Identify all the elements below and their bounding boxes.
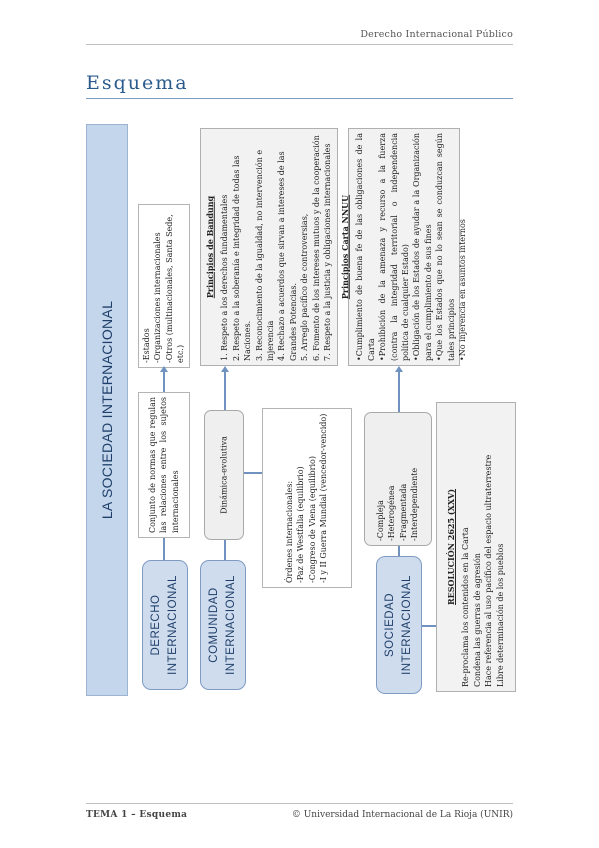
derecho-internacional-node: DERECHO INTERNACIONAL xyxy=(142,560,188,690)
bandung-title: Principios de Bandung xyxy=(204,195,215,299)
definition-text: Conjunto de normas que regulan las relac… xyxy=(147,397,180,533)
header-rule xyxy=(86,44,513,45)
resolution-item: Condena las guerras de agresión xyxy=(472,553,482,687)
evolution-box: Dinámica-evolutiva xyxy=(204,410,244,540)
subject-item: -Organizaciones internacionales xyxy=(153,232,163,363)
trait-item: -Interdependiente xyxy=(410,467,420,541)
subjects-list: -Estados -Organizaciones internacionales… xyxy=(141,209,187,363)
bandung-box: Principios de Bandung 1. Respeto a los d… xyxy=(200,128,338,366)
sociedad-label: SOCIEDAD INTERNACIONAL xyxy=(384,575,413,675)
order-item: -Congreso de Viena (equilibrio) xyxy=(308,456,317,583)
order-item: Órdenes internacionales: xyxy=(285,480,295,583)
book-title: Derecho Internacional Público xyxy=(360,29,513,40)
carta-item: •No injerencia en asuntos internos xyxy=(457,219,467,361)
bandung-item: 2. Respeto a la soberanía e integridad d… xyxy=(231,155,252,361)
main-title: LA SOCIEDAD INTERNACIONAL xyxy=(99,300,115,520)
orders-box: Órdenes internacionales: -Paz de Westfal… xyxy=(262,408,352,588)
derecho-label: DERECHO INTERNACIONAL xyxy=(150,575,179,675)
trait-item: -Heterogénea xyxy=(387,485,397,541)
page-title: Esquema xyxy=(86,72,189,94)
subject-item: -Estados xyxy=(142,328,152,363)
comunidad-label: COMUNIDAD INTERNACIONAL xyxy=(208,575,237,675)
carta-item: •Prohibición de la amenaza y recurso a l… xyxy=(377,133,410,361)
comunidad-internacional-node: COMUNIDAD INTERNACIONAL xyxy=(200,560,246,690)
resolution-content: RESOLUCIÓN 2625 (XXV) Re-proclama los co… xyxy=(446,407,506,687)
bandung-item: 3. Reconocimiento de la igualdad, no int… xyxy=(254,149,275,361)
resolution-item: Libre determinación de los pueblos xyxy=(495,543,505,687)
bandung-content: Principios de Bandung 1. Respeto a los d… xyxy=(205,133,333,361)
order-item: -I y II Guerra Mundial (vencedor-vencido… xyxy=(319,413,329,583)
main-title-band: LA SOCIEDAD INTERNACIONAL xyxy=(86,124,128,696)
traits-box: -Compleja -Heterogénea -Fragmentada -Int… xyxy=(364,412,432,546)
carta-item: •Cumplimiento de buena fe de las obligac… xyxy=(355,133,376,361)
bandung-item: 7. Respeto a la justicia y obligaciones … xyxy=(322,143,332,362)
carta-box: Principios Carta NNUU •Cumplimiento de b… xyxy=(340,128,467,366)
arrow-head xyxy=(395,366,403,372)
definition-box: Conjunto de normas que regulan las relac… xyxy=(138,392,190,538)
connector xyxy=(163,370,165,392)
connector xyxy=(224,540,226,560)
bandung-item: 6. Fomento de los intereses mutuos y de … xyxy=(311,135,321,361)
footer-copyright: © Universidad Internacional de La Rioja … xyxy=(291,810,513,820)
arrow-head xyxy=(221,366,229,372)
sociedad-internacional-node: SOCIEDAD INTERNACIONAL xyxy=(376,556,422,694)
subject-item: -Otros (multinacionales, Santa Sede, etc… xyxy=(165,214,186,363)
title-rule xyxy=(86,98,513,99)
connector xyxy=(244,472,262,474)
carta-item: •Que los Estados que no lo sean se condu… xyxy=(435,133,456,361)
carta-content: Principios Carta NNUU •Cumplimiento de b… xyxy=(340,133,468,361)
orders-list: Órdenes internacionales: -Paz de Westfal… xyxy=(284,413,330,583)
resolution-item: Re-proclama los contenidos en la Carta xyxy=(461,527,471,687)
carta-title: Principios Carta NNUU xyxy=(339,194,350,300)
trait-item: -Fragmentada xyxy=(399,483,408,541)
trait-item: -Compleja xyxy=(376,500,386,541)
bandung-item: 5. Arreglo pacífico de controversias, xyxy=(300,213,310,361)
connector xyxy=(398,370,400,412)
order-item: -Paz de Westfalia (equilibrio) xyxy=(296,466,306,583)
carta-item: •Obligación de los Estados de ayudar a l… xyxy=(412,133,433,361)
footer-topic: TEMA 1 – Esquema xyxy=(86,810,188,820)
resolution-item: Hace referencia al uso pacífico del espa… xyxy=(484,454,494,687)
arrow-head xyxy=(160,366,168,372)
bandung-item: 1. Respeto a los derechos fundamentales xyxy=(220,194,230,361)
connector xyxy=(163,538,165,560)
evolution-text: Dinámica-evolutiva xyxy=(219,436,229,514)
connector xyxy=(398,546,400,556)
resolution-title: RESOLUCIÓN 2625 (XXV) xyxy=(445,488,456,606)
footer-rule xyxy=(86,803,513,804)
resolution-box: RESOLUCIÓN 2625 (XXV) Re-proclama los co… xyxy=(436,402,516,692)
bandung-item: 4. Rechazo a acuerdos que sirvan a inter… xyxy=(277,151,298,361)
connector xyxy=(164,379,165,381)
connector xyxy=(422,625,436,627)
subjects-box: -Estados -Organizaciones internacionales… xyxy=(138,204,190,368)
traits-list: -Compleja -Heterogénea -Fragmentada -Int… xyxy=(375,417,421,541)
concept-diagram: LA SOCIEDAD INTERNACIONAL DERECHO INTERN… xyxy=(86,120,516,700)
connector xyxy=(224,370,226,410)
